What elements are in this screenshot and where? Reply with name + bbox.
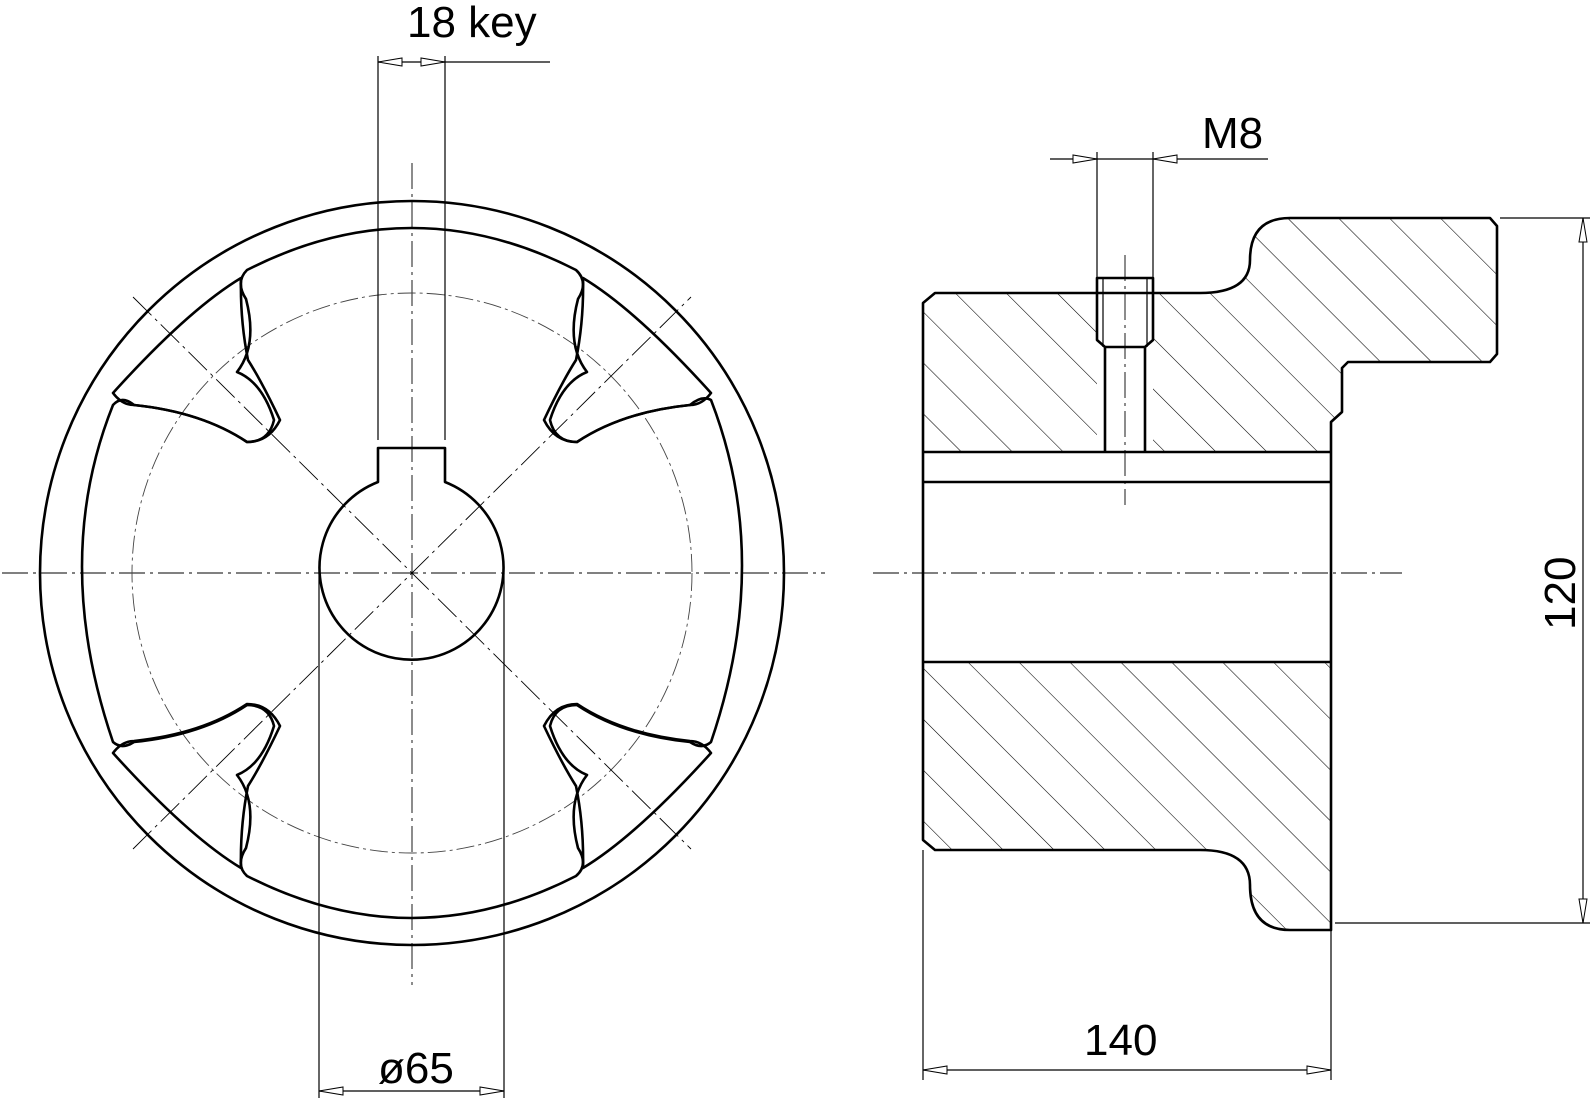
m8-arrow-right	[1152, 154, 1178, 164]
key-width-label: 18 key	[407, 0, 537, 47]
set-screw-label: M8	[1202, 109, 1263, 158]
bore-diameter-label: ø65	[378, 1044, 454, 1093]
hub-outer-circle	[38, 199, 786, 947]
outer-diameter-label: 120	[1536, 557, 1585, 630]
od-arrow-bottom	[1578, 898, 1588, 924]
length-arrow-left	[922, 1065, 948, 1075]
length-label: 140	[1084, 1016, 1157, 1065]
key-arrow-right	[420, 57, 446, 67]
od-arrow-top	[1578, 217, 1588, 243]
bore-arrow-left	[318, 1086, 344, 1096]
jaw-bottom-right	[542, 702, 713, 870]
key-arrow-left	[377, 57, 403, 67]
bore-region	[924, 452, 1330, 662]
length-arrow-right	[1306, 1065, 1332, 1075]
side-outline	[921, 216, 1499, 932]
side-view: M8 120 140	[873, 109, 1590, 1080]
jaw-top-left	[111, 276, 282, 444]
bore-with-keyway	[318, 446, 505, 661]
jaw-pitch-circle	[131, 292, 693, 854]
jaw-top-right	[542, 276, 713, 444]
front-view: 18 key ø65	[2, 0, 825, 1098]
jaw-bottom-left	[111, 702, 282, 870]
jaw-centerline-2	[132, 296, 692, 850]
bore-arrow-right	[479, 1086, 505, 1096]
m8-arrow-left	[1072, 154, 1098, 164]
